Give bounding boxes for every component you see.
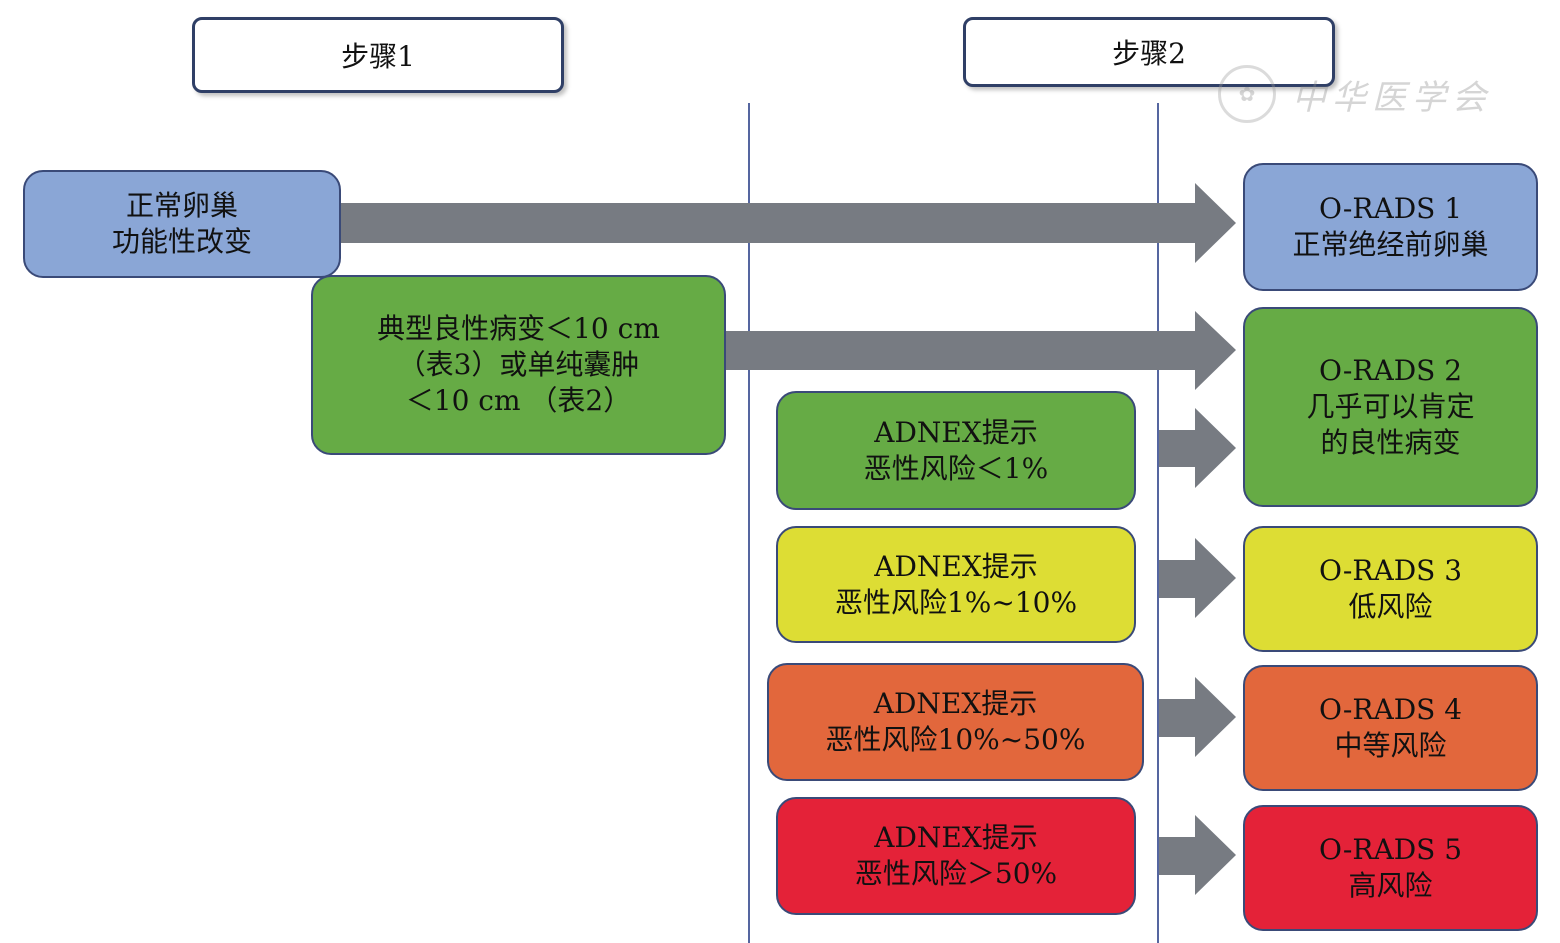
- orads4-box: O-RADS 4 中等风险: [1243, 665, 1538, 791]
- adnex-risk-gt50-line2: 恶性风险＞50%: [854, 857, 1058, 890]
- orads1-title: O-RADS 1: [1318, 192, 1463, 225]
- orads1-box: O-RADS 1 正常绝经前卵巢: [1243, 163, 1538, 291]
- adnex-risk-10-50-line1: ADNEX提示: [873, 687, 1038, 720]
- adnex-risk-lt1-box: ADNEX提示 恶性风险＜1%: [776, 391, 1136, 510]
- adnex-risk-lt1-line2: 恶性风险＜1%: [863, 451, 1049, 485]
- arrow-adnex4-to-orads5: [1159, 815, 1236, 895]
- typical-benign-line2: （表3）或单纯囊肿: [397, 348, 640, 381]
- orads2-title: O-RADS 2: [1318, 354, 1463, 387]
- orads4-desc: 中等风险: [1334, 729, 1447, 762]
- orads4-title: O-RADS 4: [1318, 693, 1463, 726]
- step-divider-left: [748, 103, 750, 943]
- normal-ovary-line2: 功能性改变: [111, 225, 252, 258]
- adnex-risk-10-50-line2: 恶性风险10%~50%: [825, 723, 1086, 756]
- orads5-box: O-RADS 5 高风险: [1243, 805, 1538, 931]
- adnex-risk-1-10-line1: ADNEX提示: [874, 549, 1038, 583]
- arrow-adnex2-to-orads3: [1159, 538, 1236, 618]
- orads3-box: O-RADS 3 低风险: [1243, 526, 1538, 652]
- orads2-box: O-RADS 2 几乎可以肯定 的良性病变: [1243, 307, 1538, 507]
- step2-label: 步骤2: [1112, 37, 1186, 70]
- orads3-desc: 低风险: [1348, 590, 1433, 623]
- step1-label: 步骤1: [341, 40, 415, 73]
- arrow-benign-to-orads2: [726, 311, 1236, 390]
- typical-benign-box: 典型良性病变＜10 cm （表3）或单纯囊肿 ＜10 cm （表2）: [311, 275, 726, 455]
- adnex-risk-1-10-line2: 恶性风险1%~10%: [834, 585, 1078, 619]
- orads2-desc-line2: 的良性病变: [1320, 426, 1461, 459]
- typical-benign-line1: 典型良性病变＜10 cm: [377, 312, 660, 345]
- orads5-title: O-RADS 5: [1318, 833, 1463, 866]
- step2-header: 步骤2: [963, 17, 1335, 87]
- adnex-risk-1-10-box: ADNEX提示 恶性风险1%~10%: [776, 526, 1136, 643]
- adnex-risk-lt1-line1: ADNEX提示: [874, 415, 1038, 449]
- adnex-risk-gt50-box: ADNEX提示 恶性风险＞50%: [776, 797, 1136, 915]
- step-divider-right: [1157, 103, 1159, 943]
- adnex-risk-gt50-line1: ADNEX提示: [874, 821, 1038, 854]
- watermark: ✿ 中华医学会: [1218, 64, 1518, 124]
- arrow-adnex3-to-orads4: [1159, 677, 1236, 757]
- arrow-adnex1-to-orads2: [1159, 408, 1236, 488]
- orads1-desc: 正常绝经前卵巢: [1292, 228, 1489, 261]
- orads5-desc: 高风险: [1348, 869, 1433, 902]
- typical-benign-line3: ＜10 cm （表2）: [405, 384, 632, 417]
- orads2-desc-line1: 几乎可以肯定: [1306, 390, 1475, 423]
- watermark-text: 中华医学会: [1292, 77, 1492, 118]
- seal-icon: ✿: [1218, 65, 1276, 123]
- arrow-normal-to-orads1: [340, 183, 1236, 263]
- orads3-title: O-RADS 3: [1318, 554, 1463, 587]
- normal-ovary-box: 正常卵巢 功能性改变: [23, 170, 341, 278]
- adnex-risk-10-50-box: ADNEX提示 恶性风险10%~50%: [767, 663, 1144, 781]
- step1-header: 步骤1: [192, 17, 564, 93]
- normal-ovary-line1: 正常卵巢: [125, 189, 238, 222]
